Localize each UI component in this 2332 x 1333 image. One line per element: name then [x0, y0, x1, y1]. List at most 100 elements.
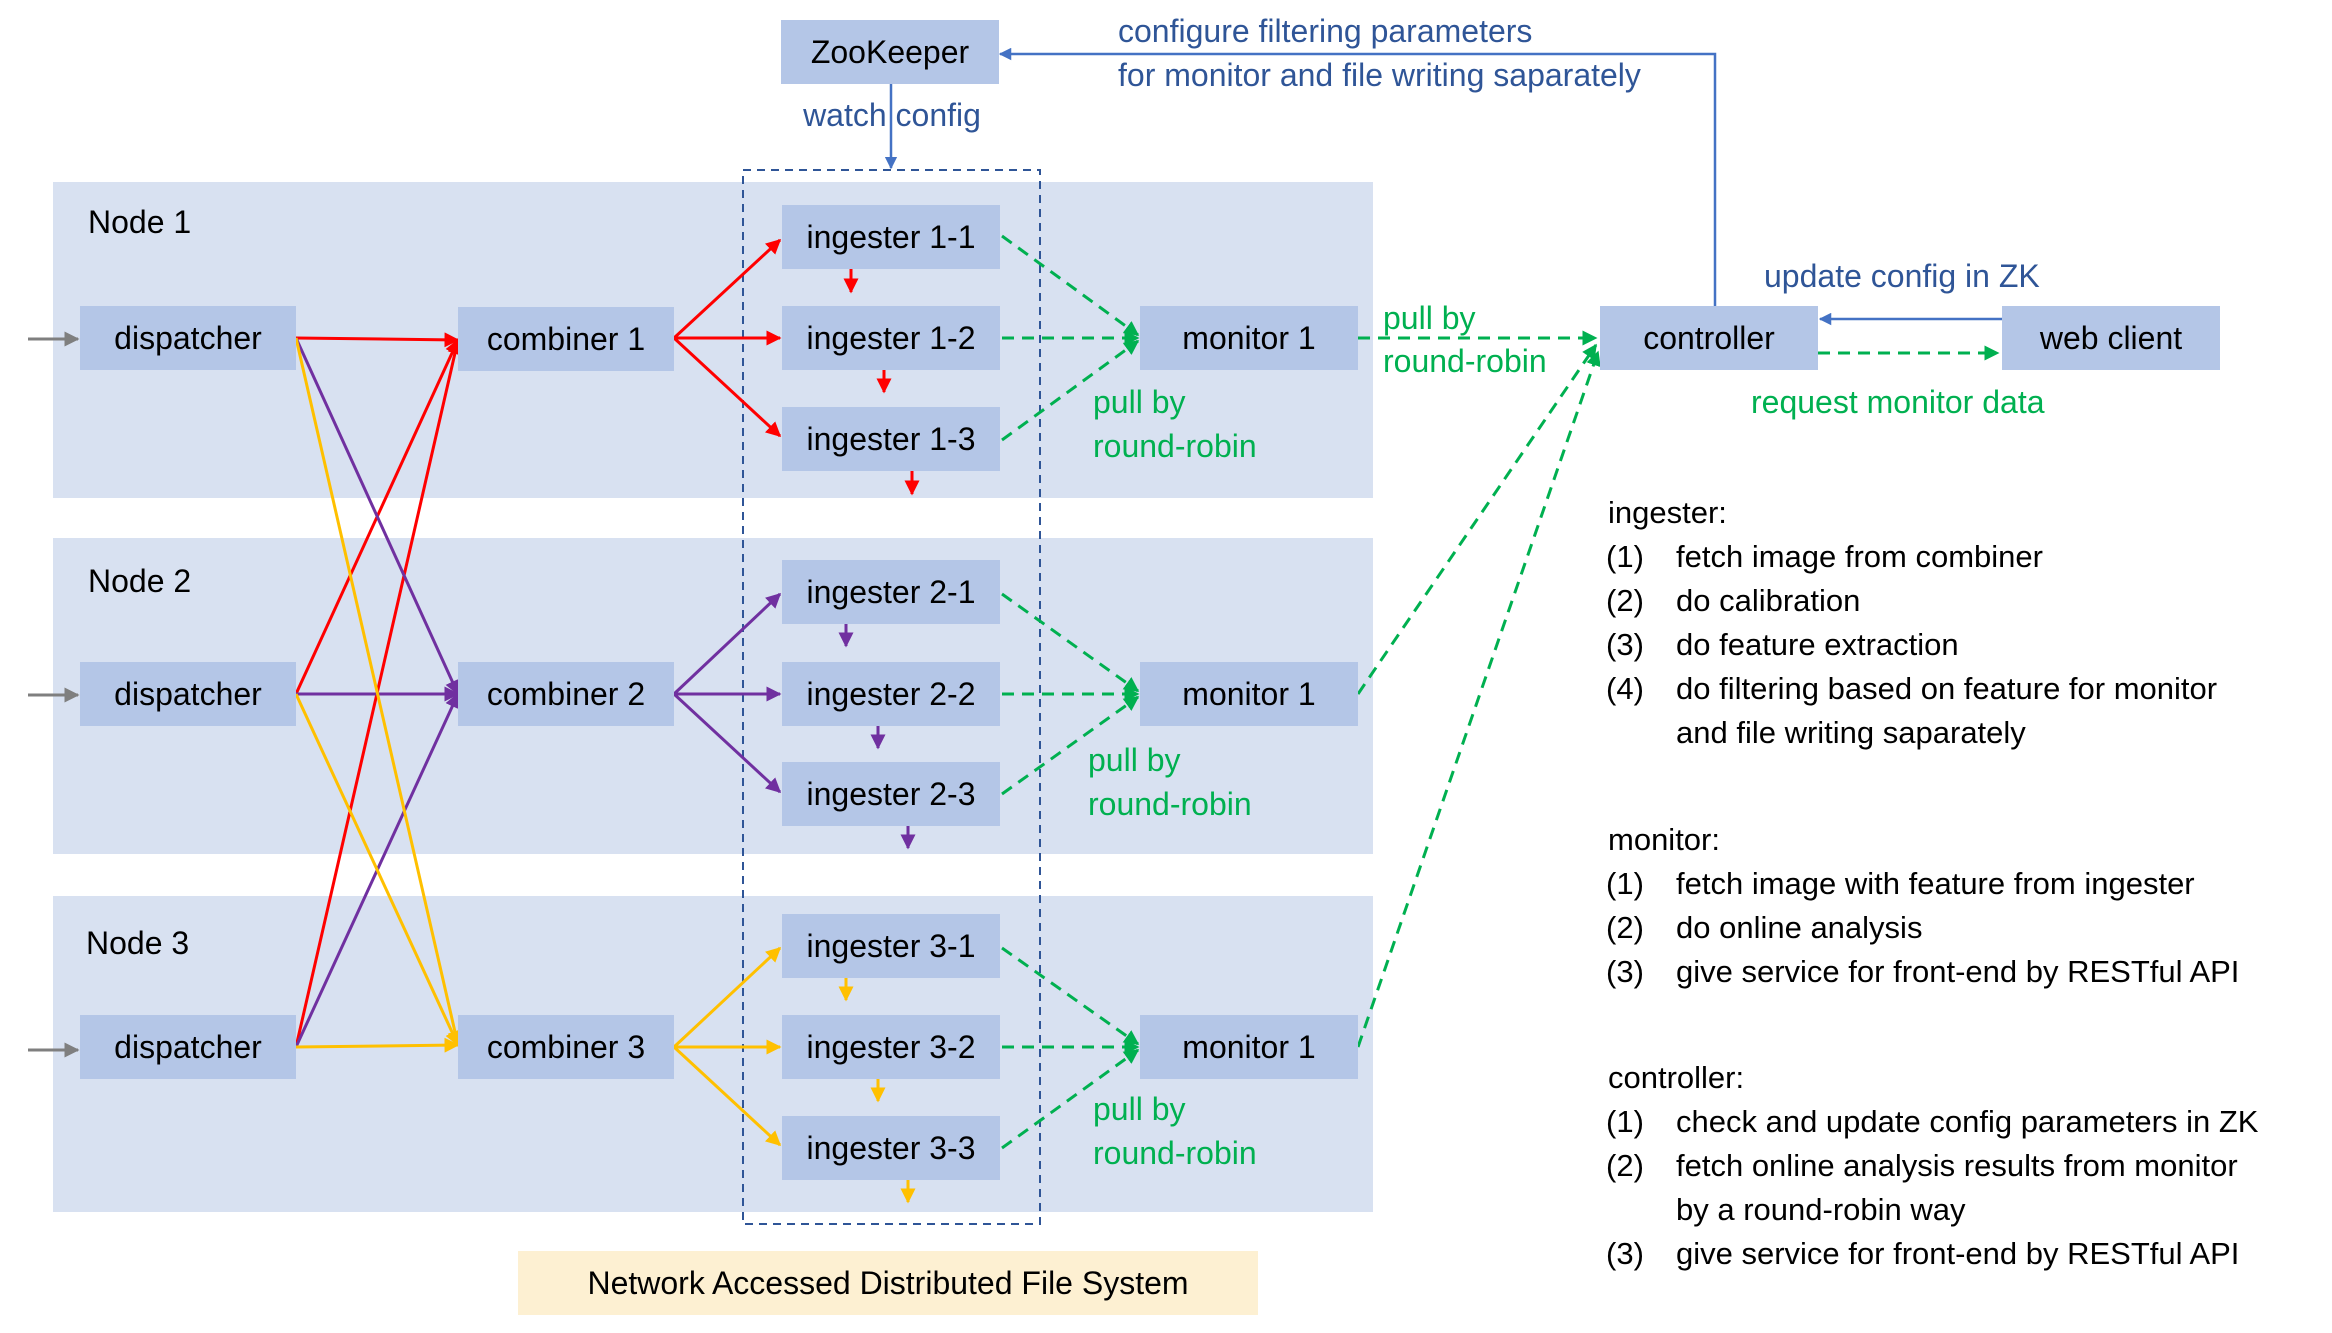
- controller-pull-line-1: pull by: [1383, 300, 1476, 336]
- ingester-2-1-label: ingester 2-1: [807, 574, 976, 610]
- node-1-pull-line-2: round-robin: [1093, 428, 1257, 464]
- monitor-2-box: [1140, 662, 1358, 726]
- flow-d1-c3: [294, 337, 463, 1047]
- node-3-pull-line-1: pull by: [1093, 1091, 1186, 1127]
- controller-desc-item-3-line-1: give service for front-end by RESTful AP…: [1676, 1236, 2239, 1271]
- file-system-box: [518, 1251, 1258, 1315]
- ingester-1-1-box: [782, 205, 1000, 269]
- ingester-1-2-label: ingester 1-2: [807, 320, 976, 356]
- controller-desc-num-3: (3): [1606, 1236, 1644, 1271]
- pull-i33-m3: [1001, 1048, 1140, 1150]
- monitor-desc-num-1: (1): [1606, 866, 1644, 901]
- flow-d1-c2: [294, 337, 460, 696]
- monitor-3-label: monitor 1: [1182, 1029, 1315, 1065]
- controller-desc-num-1: (1): [1606, 1104, 1644, 1139]
- zookeeper-label: ZooKeeper: [811, 34, 970, 70]
- pull-m2-controller: [1356, 343, 1598, 695]
- monitor-desc-num-2: (2): [1606, 910, 1644, 945]
- ingester-3-1-box: [782, 914, 1000, 978]
- node-3-pull-line-2: round-robin: [1093, 1135, 1257, 1171]
- monitor-1-label: monitor 1: [1182, 320, 1315, 356]
- monitor-2-label: monitor 1: [1182, 676, 1315, 712]
- ingester-desc-title: ingester:: [1608, 495, 1727, 530]
- monitor-desc-title: monitor:: [1608, 822, 1720, 857]
- combiner-3-box: [458, 1015, 674, 1079]
- ingester-2-2-label: ingester 2-2: [807, 676, 976, 712]
- controller-desc-title: controller:: [1608, 1060, 1744, 1095]
- update-config-label: update config in ZK: [1764, 258, 2040, 294]
- combiner-2-label: combiner 2: [487, 676, 645, 712]
- ingester-2-3-box: [782, 762, 1000, 826]
- dispatcher-2-box: [80, 662, 296, 726]
- zookeeper-box: [781, 20, 999, 84]
- combiner-2-box: [458, 662, 674, 726]
- ingester-3-1-label: ingester 3-1: [807, 928, 976, 964]
- flow-d2-c3: [294, 693, 460, 1047]
- controller-desc-num-2: (2): [1606, 1148, 1644, 1183]
- dispatcher-1-box: [80, 306, 296, 370]
- combiner-1-label: combiner 1: [487, 321, 645, 357]
- controller-desc-item-2-line-2: by a round-robin way: [1676, 1192, 1966, 1227]
- monitor-1-box: [1140, 306, 1358, 370]
- configure-arrow: [998, 47, 1717, 306]
- ingester-1-3-box: [782, 407, 1000, 471]
- ingester-desc-num-3: (3): [1606, 627, 1644, 662]
- controller-box: [1600, 306, 1818, 370]
- dispatcher-3-box: [80, 1015, 296, 1079]
- configure-line-1: configure filtering parameters: [1118, 13, 1532, 49]
- pull-i31-m3: [1001, 946, 1140, 1046]
- ingester-3-3-label: ingester 3-3: [807, 1130, 976, 1166]
- ingester-1-1-label: ingester 1-1: [807, 219, 976, 255]
- watch-config-label: watch config: [802, 97, 981, 133]
- pull-i23-m2: [1001, 695, 1140, 796]
- node-2-pull-line-1: pull by: [1088, 742, 1181, 778]
- ingester-desc-item-4-line-2: and file writing saparately: [1676, 715, 2026, 750]
- monitor-3-box: [1140, 1015, 1358, 1079]
- flow-d1-c1: [295, 332, 460, 348]
- ingester-1-2-box: [782, 306, 1000, 370]
- flow-c2-i21: [672, 592, 782, 696]
- web-client-label: web client: [2039, 320, 2182, 356]
- pull-i21-m2: [1001, 592, 1140, 693]
- ingester-desc-num-2: (2): [1606, 583, 1644, 618]
- ingester-2-1-box: [782, 560, 1000, 624]
- ingester-2-2-box: [782, 662, 1000, 726]
- flow-c3-i31: [672, 946, 782, 1049]
- pull-i13-m1: [1001, 339, 1140, 442]
- monitor-desc-item-2-line-1: do online analysis: [1676, 910, 1922, 945]
- ingester-3-2-box: [782, 1015, 1000, 1079]
- flow-d3-c3: [295, 1037, 460, 1053]
- file-system-label: Network Accessed Distributed File System: [587, 1265, 1188, 1301]
- monitor-desc-item-1-line-1: fetch image with feature from ingester: [1676, 866, 2195, 901]
- ingester-desc-num-4: (4): [1606, 671, 1644, 706]
- combiner-1-box: [458, 307, 674, 371]
- pull-m3-controller: [1356, 350, 1601, 1048]
- controller-desc-item-1-line-1: check and update config parameters in ZK: [1676, 1104, 2259, 1139]
- node-2-pull-line-2: round-robin: [1088, 786, 1252, 822]
- ingester-1-3-label: ingester 1-3: [807, 421, 976, 457]
- web-client-box: [2002, 306, 2220, 370]
- node-1-pull-line-1: pull by: [1093, 384, 1186, 420]
- controller-pull-line-2: round-robin: [1383, 343, 1547, 379]
- dispatcher-2-label: dispatcher: [114, 676, 262, 712]
- controller-desc-item-2-line-1: fetch online analysis results from monit…: [1676, 1148, 2238, 1183]
- ingester-desc-num-1: (1): [1606, 539, 1644, 574]
- dispatcher-3-label: dispatcher: [114, 1029, 262, 1065]
- flow-c1-i11: [672, 238, 782, 340]
- flow-c1-i13: [672, 336, 782, 438]
- combiner-3-label: combiner 3: [487, 1029, 645, 1065]
- node-2-label: Node 2: [88, 563, 191, 599]
- ingester-desc-item-2-line-1: do calibration: [1676, 583, 1860, 618]
- configure-line-2: for monitor and file writing saparately: [1118, 57, 1641, 93]
- dispatcher-1-label: dispatcher: [114, 320, 262, 356]
- monitor-desc-item-3-line-1: give service for front-end by RESTful AP…: [1676, 954, 2239, 989]
- ingester-3-3-box: [782, 1116, 1000, 1180]
- ingester-desc-item-4-line-1: do filtering based on feature for monito…: [1676, 671, 2217, 706]
- flow-c2-i23: [672, 692, 782, 794]
- ingester-2-3-label: ingester 2-3: [807, 776, 976, 812]
- pull-i11-m1: [1001, 234, 1140, 337]
- controller-label: controller: [1643, 320, 1775, 356]
- node-3-label: Node 3: [86, 925, 189, 961]
